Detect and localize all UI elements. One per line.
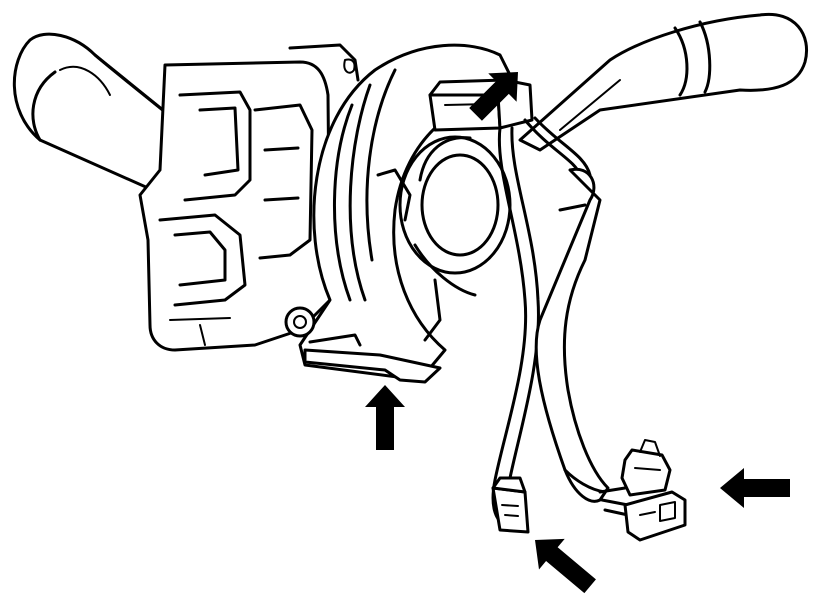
arrow-right: [720, 468, 790, 508]
arrow-top: [469, 72, 518, 121]
arrow-up-icon: [365, 385, 405, 450]
arrow-bottom: [365, 385, 405, 450]
right-connectors: [620, 439, 687, 542]
arrow-lower: [535, 538, 596, 594]
arrow-down-left-icon: [469, 72, 518, 121]
bottom-left-connector: [491, 476, 530, 534]
arrow-left-icon: [720, 468, 790, 508]
spiral-cable-ring: [284, 43, 522, 384]
arrow-up-left-icon: [535, 538, 596, 594]
switch-body: [138, 43, 360, 352]
right-lever: [518, 12, 808, 152]
wire-harness: [491, 116, 630, 527]
